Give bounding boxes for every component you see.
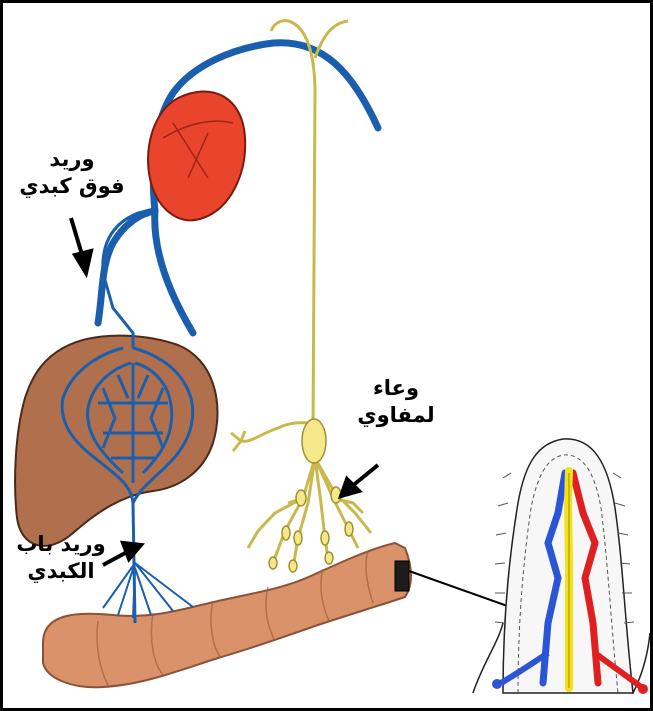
hepatic-vein-label-line1: وريد: [17, 146, 127, 173]
lymph-vessel-label-line1: وعاء: [351, 375, 441, 402]
lymph-vessel-label: وعاء لمفاوي: [351, 375, 441, 429]
portal-vein-label-line1: وريد باب: [11, 531, 111, 558]
villus-inset: [473, 439, 650, 694]
heart: [148, 91, 245, 220]
hepatic-vein-label: وريد فوق كبدي: [17, 146, 127, 200]
circulation-diagram: [3, 3, 650, 708]
portal-vein-label: وريد باب الكبدي: [11, 531, 111, 585]
hepatic-vein: [98, 43, 378, 333]
intestine: [43, 543, 513, 687]
lymph-vessel-label-line2: لمفاوي: [351, 402, 441, 429]
portal-vein-label-line2: الكبدي: [11, 558, 111, 585]
hepatic-vein-label-line2: فوق كبدي: [17, 173, 127, 200]
